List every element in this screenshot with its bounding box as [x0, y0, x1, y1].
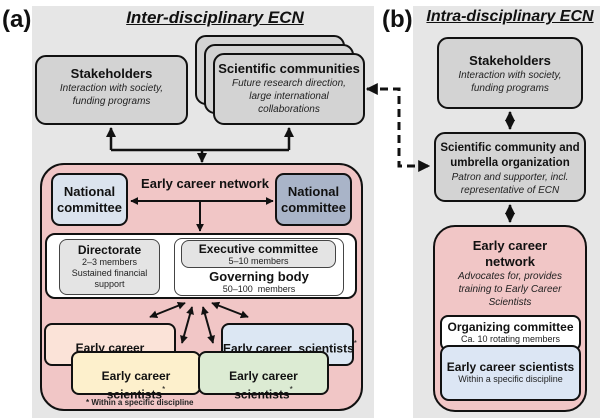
ecn-desc: training to Early Career	[458, 284, 562, 295]
panel-b-title: Intra-disciplinary ECN	[426, 8, 594, 25]
national-committee-label: committee	[56, 200, 123, 215]
scientific-communities-title: Scientific communities	[218, 61, 360, 76]
directorate-members: 2–3 members	[81, 257, 138, 267]
directorate-title: Directorate	[77, 243, 142, 257]
scientists-group-label: Early career scientists	[101, 369, 171, 402]
ecn-desc: Scientists	[488, 297, 532, 308]
panel-a-label: (a)	[2, 6, 32, 33]
ecn-desc: Advocates for, provides	[458, 271, 562, 282]
directorate-box: Directorate 2–3 members Sustained financ…	[59, 239, 160, 295]
stakeholders-box-a: Stakeholders Interaction with society, f…	[35, 55, 188, 125]
scientists-group-4: Early career scientists*	[198, 351, 329, 401]
national-committee-left: National committee	[51, 173, 128, 226]
scientists-title: Early career scientists	[446, 360, 575, 374]
national-committee-label: National	[287, 184, 340, 199]
scientists-group-2: Early career scientists*	[71, 351, 201, 401]
asterisk: *	[162, 385, 166, 394]
scientific-communities-box: Scientific communities Future research d…	[213, 53, 365, 125]
panel-b-label: (b)	[382, 6, 413, 33]
ecn-title: Early career network	[141, 176, 269, 191]
asterisk: *	[289, 385, 293, 394]
scientists-group-label: Early career scientists	[229, 369, 298, 402]
scientific-communities-desc: collaborations	[258, 104, 320, 115]
umbrella-title: umbrella organization	[450, 157, 570, 169]
national-committee-label: National	[63, 184, 116, 199]
scientists-box-b: Early career scientists Within a specifi…	[440, 345, 581, 401]
executive-committee-members: 5–10 members	[228, 256, 289, 266]
governing-body-label: Governing body 50–100 members	[174, 269, 344, 295]
scientific-communities-desc: Future research direction,	[232, 78, 346, 89]
stakeholders-desc: Interaction with society,	[59, 83, 164, 94]
asterisk: *	[353, 339, 357, 348]
scientific-communities-desc: large international	[249, 91, 329, 102]
stakeholders-title: Stakeholders	[469, 53, 551, 68]
governing-body-title: Governing body	[209, 269, 309, 284]
umbrella-desc: representative of ECN	[460, 185, 560, 196]
umbrella-organization-box: Scientific community and umbrella organi…	[434, 132, 586, 202]
national-committee-label: committee	[280, 200, 347, 215]
stakeholders-desc: funding programs	[72, 96, 151, 107]
scientists-desc: Within a specific discipline	[458, 374, 563, 384]
umbrella-title: Scientific community and	[440, 142, 580, 154]
organizing-committee-members: Ca. 10 rotating members	[460, 334, 561, 344]
ecn-title: network	[485, 254, 535, 269]
executive-committee-box: Executive committee 5–10 members	[181, 240, 336, 268]
stakeholders-title: Stakeholders	[70, 66, 153, 81]
ecn-title: Early career	[472, 238, 548, 253]
national-committee-right: National committee	[275, 173, 352, 226]
executive-committee-title: Executive committee	[198, 242, 319, 256]
footnote: * Within a specific discipline	[86, 398, 194, 407]
organizing-committee-title: Organizing committee	[447, 320, 574, 334]
directorate-note: Sustained financial	[71, 268, 148, 278]
stakeholders-box-b: Stakeholders Interaction with society, f…	[437, 37, 583, 109]
stakeholders-desc: funding programs	[471, 83, 549, 94]
stakeholders-desc: Interaction with society,	[458, 70, 562, 81]
governing-body-members: 50–100 members	[222, 284, 296, 294]
directorate-note: support	[94, 279, 125, 289]
umbrella-desc: Patron and supporter, incl.	[451, 172, 569, 183]
panel-a-title: Inter-disciplinary ECN	[126, 8, 304, 27]
